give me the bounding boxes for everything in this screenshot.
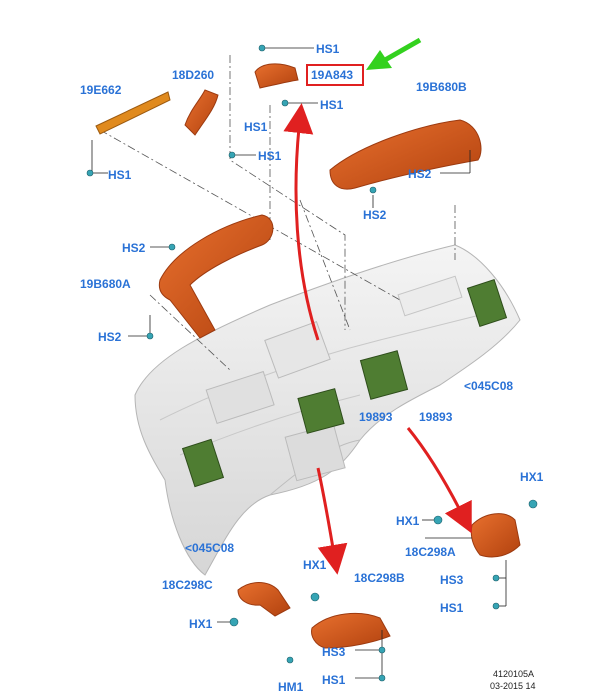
fastener-hx1-a	[528, 499, 538, 509]
vent-center-right	[359, 350, 409, 400]
vent-center-left	[297, 388, 345, 434]
green-arrow	[366, 37, 422, 70]
label-18C298A: 18C298A	[405, 545, 456, 559]
label-hs2-c: HS2	[122, 241, 146, 255]
label-hs2-a: HS2	[408, 167, 432, 181]
label-hs2-b: HS2	[363, 208, 387, 222]
fastener-hx1-b	[433, 515, 443, 525]
label-hx1-c: HX1	[189, 617, 213, 631]
fastener-hs3-b	[378, 646, 386, 654]
red-arrow-up	[283, 103, 320, 341]
label-18C298C: 18C298C	[162, 578, 213, 592]
callout-lines	[91, 47, 507, 679]
label-18D260: 18D260	[172, 68, 215, 82]
label-045C08-right: <045C08	[464, 379, 514, 393]
label-hs1-f: HS1	[322, 673, 346, 687]
fasteners	[86, 44, 538, 682]
label-hx1-a: HX1	[520, 470, 544, 484]
ducts	[95, 63, 521, 649]
label-hm1: HM1	[278, 680, 304, 694]
label-hs1-a: HS1	[244, 120, 268, 134]
part-18C298B-shape	[311, 612, 391, 649]
vent-left-outer	[181, 438, 225, 488]
part-18C298A-shape	[470, 513, 521, 558]
label-18C298B: 18C298B	[354, 571, 405, 585]
vent-right-outer	[466, 279, 508, 327]
label-hs3-a: HS3	[440, 573, 464, 587]
label-19B680B: 19B680B	[416, 80, 467, 94]
label-hs2-d: HS2	[98, 330, 122, 344]
label-19893-a: 19893	[359, 410, 393, 424]
fastener-hs1-d	[86, 169, 94, 177]
fastener-hs1-b	[281, 99, 289, 107]
red-arrow-right	[406, 427, 472, 534]
fastener-hs1-e	[492, 602, 500, 610]
label-hs1-d: HS1	[108, 168, 132, 182]
fastener-hs1-top	[258, 44, 266, 52]
label-hs3-b: HS3	[322, 645, 346, 659]
fastener-hx1-c	[229, 617, 239, 627]
highlight-box	[306, 64, 364, 86]
fastener-hx1-d	[310, 592, 320, 602]
part-19A843-shape	[254, 63, 299, 89]
label-19A843: 19A843	[311, 68, 354, 82]
label-19B680A: 19B680A	[80, 277, 131, 291]
fastener-hm1	[286, 656, 294, 664]
red-arrow-down	[316, 467, 348, 575]
fastener-hs3-a	[492, 574, 500, 582]
red-arrows	[283, 103, 472, 575]
label-hs1-b: HS1	[320, 98, 344, 112]
label-hs1-c: HS1	[258, 149, 282, 163]
label-19E662: 19E662	[80, 83, 122, 97]
part-19B680B-shape	[329, 119, 482, 190]
leader-lines	[99, 55, 456, 371]
part-19E662-shape	[95, 91, 171, 135]
label-hs1-e: HS1	[440, 601, 464, 615]
label-hx1-b: HX1	[396, 514, 420, 528]
part-18D260-shape	[184, 89, 219, 136]
label-045C08-left: <045C08	[185, 541, 235, 555]
reference-code: 4120105A	[493, 669, 535, 679]
label-19893-b: 19893	[419, 410, 453, 424]
vents	[181, 279, 508, 488]
fastener-hs2-d	[146, 332, 154, 340]
part-18C298C-shape	[237, 582, 291, 617]
fastener-hs2-c	[168, 243, 176, 251]
part-19B680A-shape	[158, 214, 274, 339]
label-hs1-top: HS1	[316, 42, 340, 56]
fastener-hs1-c	[228, 151, 236, 159]
fastener-hs2-b	[369, 186, 377, 194]
label-hx1-d: HX1	[303, 558, 327, 572]
fastener-hs1-f	[378, 674, 386, 682]
reference-date: 03-2015 14	[490, 681, 536, 691]
